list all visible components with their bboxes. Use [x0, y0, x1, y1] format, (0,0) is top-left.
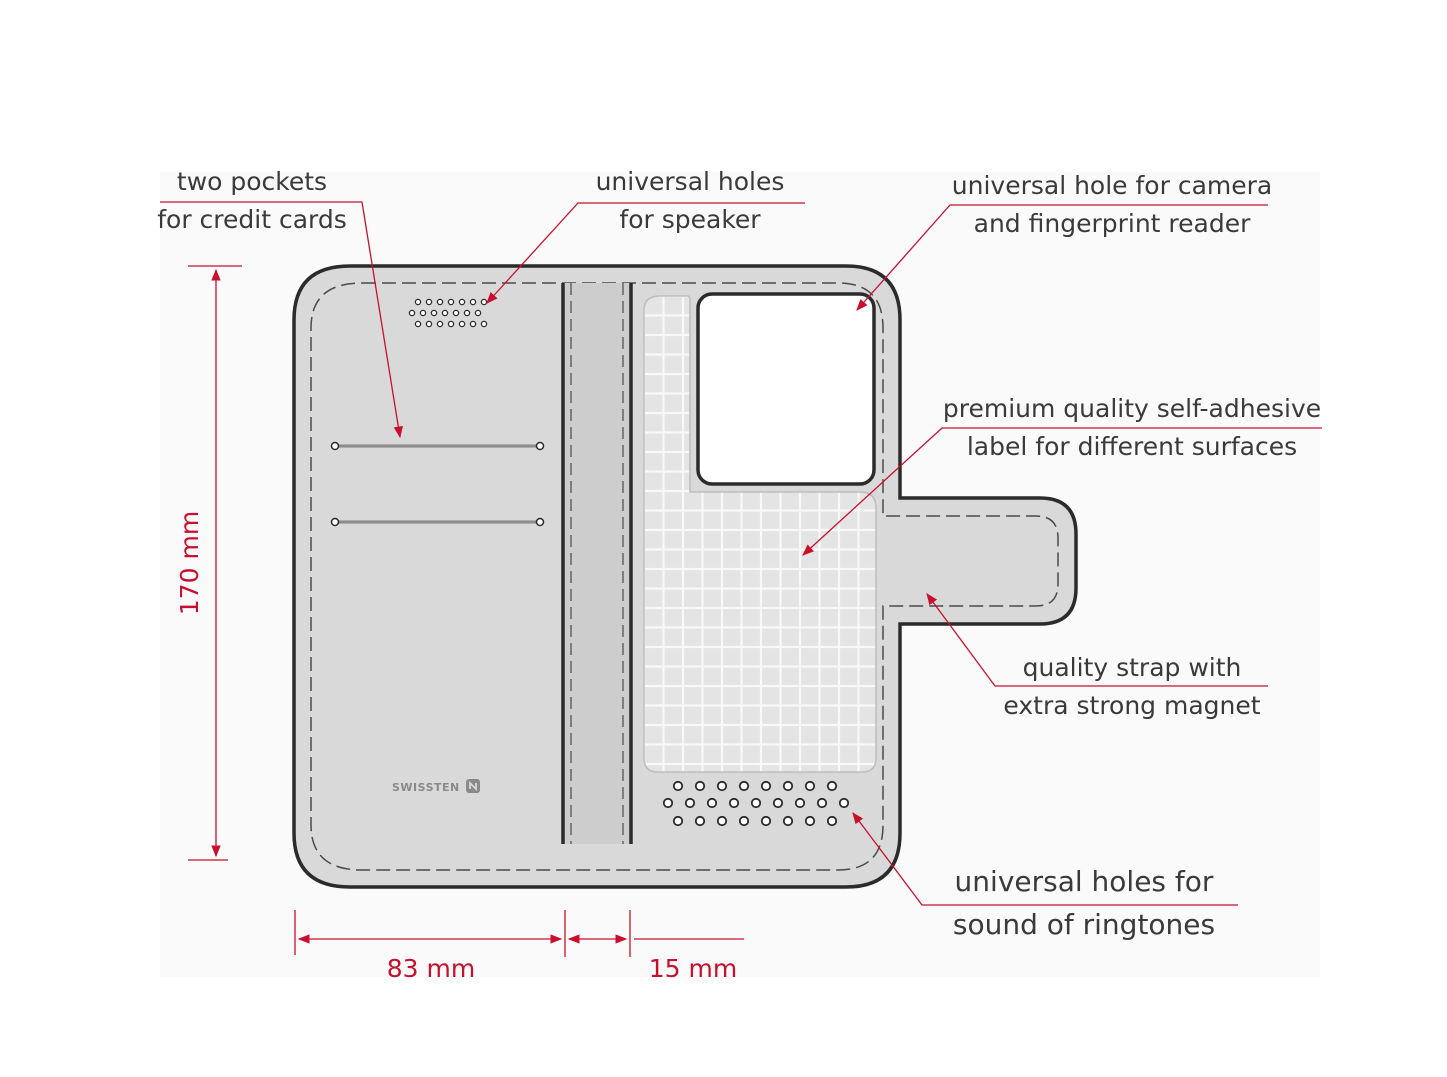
- label-strap-line1: quality strap with: [1023, 653, 1242, 682]
- speaker-hole: [480, 320, 488, 328]
- ringtone-hole: [838, 797, 850, 809]
- brand-logo-text: SWISSTEN: [392, 781, 460, 794]
- dimension-spine: 15 mm: [567, 910, 744, 983]
- callout-speaker: [486, 202, 805, 304]
- speaker-hole: [480, 298, 488, 306]
- callout-strap: [926, 593, 1268, 687]
- label-pockets-line1: two pockets: [177, 167, 327, 196]
- label-pockets-line2: for credit cards: [157, 205, 347, 234]
- speaker-hole: [458, 320, 466, 328]
- speaker-hole: [414, 298, 422, 306]
- ringtone-hole: [738, 780, 750, 792]
- callout-adhesive: [802, 427, 1322, 556]
- ringtone-hole: [782, 815, 794, 827]
- card-pocket-2: [330, 517, 545, 527]
- callout-pockets: [160, 201, 403, 439]
- speaker-hole: [458, 298, 466, 306]
- ringtone-hole: [772, 797, 784, 809]
- speaker-hole: [436, 320, 444, 328]
- card-pocket-1: [330, 441, 545, 451]
- speaker-hole: [463, 309, 471, 317]
- ringtone-hole: [826, 780, 838, 792]
- dimension-width-label: 83 mm: [387, 954, 475, 983]
- label-adhesive-line1: premium quality self-adhesive: [943, 394, 1321, 423]
- speaker-hole: [447, 298, 455, 306]
- ringtone-hole: [804, 815, 816, 827]
- adhesive-label-grid: [643, 295, 877, 773]
- ringtone-hole: [706, 797, 718, 809]
- ringtone-hole: [794, 797, 806, 809]
- speaker-hole: [425, 298, 433, 306]
- ringtone-hole: [716, 815, 728, 827]
- speaker-hole: [430, 309, 438, 317]
- ringtone-hole: [816, 797, 828, 809]
- ringtone-hole: [684, 797, 696, 809]
- ringtone-hole: [672, 815, 684, 827]
- dimension-height: 170 mm: [175, 265, 242, 861]
- ringtone-hole: [694, 815, 706, 827]
- spine: [563, 283, 631, 844]
- label-adhesive-line2: label for different surfaces: [967, 432, 1297, 461]
- speaker-hole: [414, 320, 422, 328]
- label-ringtones-line2: sound of ringtones: [953, 908, 1215, 941]
- ringtone-hole: [672, 780, 684, 792]
- ringtone-hole: [760, 815, 772, 827]
- ringtone-hole: [782, 780, 794, 792]
- label-camera-line1: universal hole for camera: [952, 171, 1272, 200]
- ringtone-hole: [804, 780, 816, 792]
- label-strap-line2: extra strong magnet: [1003, 691, 1260, 720]
- ringtone-hole: [716, 780, 728, 792]
- label-speaker-line1: universal holes: [596, 167, 785, 196]
- speaker-hole: [474, 309, 482, 317]
- speaker-hole: [447, 320, 455, 328]
- dimension-width: 83 mm: [294, 910, 566, 983]
- ringtone-hole: [662, 797, 674, 809]
- ringtone-hole: [826, 815, 838, 827]
- ringtone-hole: [728, 797, 740, 809]
- ringtone-hole: [694, 780, 706, 792]
- camera-hole: [696, 292, 876, 486]
- speaker-hole: [469, 298, 477, 306]
- speaker-hole: [419, 309, 427, 317]
- callout-camera: [856, 204, 1268, 311]
- ringtone-hole: [738, 815, 750, 827]
- dimension-spine-label: 15 mm: [649, 954, 737, 983]
- speaker-hole: [408, 309, 416, 317]
- case-stitching: [310, 282, 1059, 871]
- callout-ringtones: [852, 812, 1238, 906]
- label-camera-line2: and fingerprint reader: [974, 209, 1251, 238]
- label-ringtones-line1: universal holes for: [955, 865, 1214, 898]
- brand-logo: SWISSTEN: [392, 779, 480, 794]
- speaker-hole: [436, 298, 444, 306]
- ringtone-holes: [662, 780, 850, 827]
- dimension-height-label: 170 mm: [175, 511, 204, 615]
- speaker-hole: [441, 309, 449, 317]
- ringtone-hole: [760, 780, 772, 792]
- speaker-hole: [452, 309, 460, 317]
- speaker-holes: [408, 298, 488, 328]
- label-speaker-line2: for speaker: [619, 205, 761, 234]
- speaker-hole: [469, 320, 477, 328]
- ringtone-hole: [750, 797, 762, 809]
- speaker-hole: [425, 320, 433, 328]
